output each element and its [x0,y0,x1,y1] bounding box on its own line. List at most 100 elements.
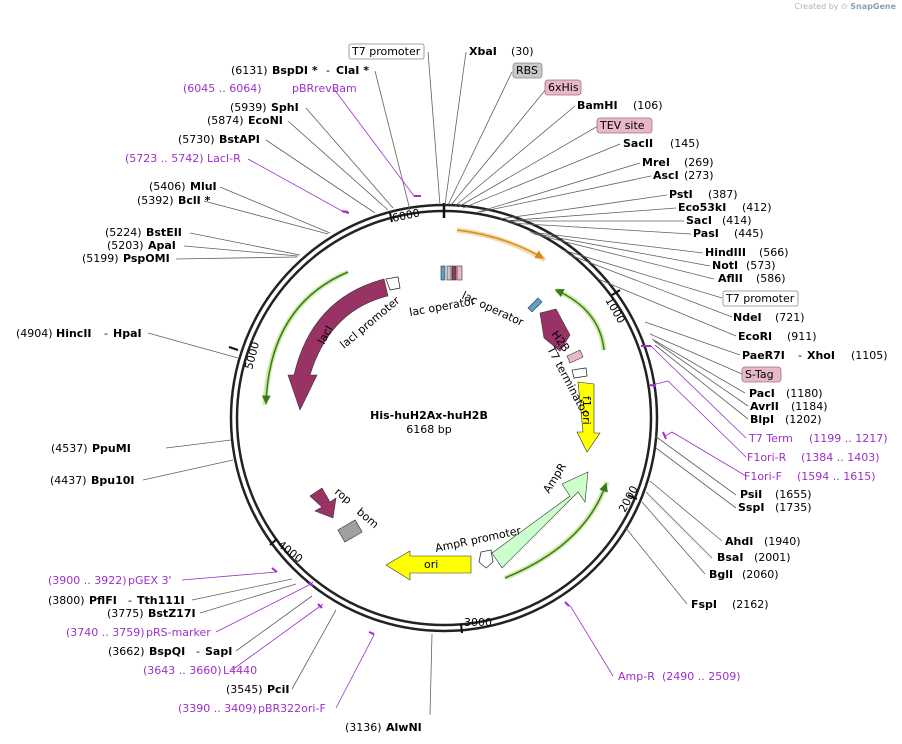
tick-label-5000: 5000 [242,340,262,370]
enzyme-pos-noti: (573) [746,259,776,272]
feature-stag-mark [566,349,584,364]
enzyme-pos-aflii: (586) [756,272,786,285]
primer-range-l4440: (3643 .. 3660) [143,664,222,677]
boxed-label-t7-promoter-right: T7 promoter [722,290,799,307]
enzyme-pos-bsai: (2001) [754,551,791,564]
primer-range-f1ori-f: (1594 .. 1615) [797,470,876,483]
plasmid-name: His-huH2Ax-huH2B [370,409,488,422]
enzyme-pos-avrii: (1184) [791,400,828,413]
enzyme-name-blpi: BlpI [750,413,774,426]
primer-range-amp-r: (2490 .. 2509) [662,670,741,683]
enzyme-pos-bstz17i: (3775) [107,607,144,620]
svg-text:T7 promoter: T7 promoter [725,292,795,305]
enzyme-name-xhoi: XhoI [807,349,835,362]
tick-label-3000: 3000 [464,616,492,629]
enzyme-name-hindiii: HindIII [705,246,746,259]
feature-6xhis-mark [451,265,457,281]
watermark-brand: SnapGene [850,2,896,11]
feature-ampr-label: AmpR [541,461,570,496]
feature-ori-label: ori [424,558,438,571]
enzyme-name-sacii: SacII [623,137,653,150]
enzyme-pos-asci: (273) [684,169,714,182]
enzyme-pos-fspi: (2162) [732,598,769,611]
enzyme-name-mrei: MreI [642,156,670,169]
enzyme-pos-pcii: (3545) [226,683,263,696]
feature-laci [287,278,389,411]
svg-text:-: - [104,327,108,340]
boxed-label-6xhis: 6xHis [544,79,582,96]
enzyme-name-pcii: PciI [267,683,289,696]
enzyme-pos-bspdi: (6131) [231,64,268,77]
boxed-label-rbs: RBS [512,62,543,79]
enzyme-pos-mrei: (269) [684,156,714,169]
enzyme-name-econi: EcoNI [248,114,283,127]
enzyme-name-ndei: NdeI [733,311,762,324]
feature-t7-promoter-mark [527,297,543,313]
enzyme-name-sspi: SspI [738,501,764,514]
enzyme-name-psti: PstI [669,188,693,201]
enzyme-pos-bamhi: (106) [633,99,663,112]
enzyme-name-ecori: EcoRI [738,330,772,343]
enzyme-leader-lines [142,51,749,716]
enzyme-pos-saci: (414) [722,214,752,227]
svg-text:RBS: RBS [516,64,538,77]
enzyme-pos-sspi: (1735) [775,501,812,514]
plasmid-size: 6168 bp [406,423,451,436]
enzyme-pos-bstapi: (5730) [178,133,215,146]
orf-arc-top [456,227,547,263]
feature-ori [385,550,472,581]
enzyme-name-bsai: BsaI [717,551,743,564]
enzyme-name-hpai: HpaI [113,327,142,340]
feature-ampr-promoter [478,549,494,569]
enzyme-name-alwni: AlwNI [386,721,422,734]
enzyme-name-bpu10i: Bpu10I [91,474,135,487]
primer-range-t7-term: (1199 .. 1217) [809,432,888,445]
enzyme-pos-bsteii: (5224) [105,226,142,239]
enzyme-pos-xbai: (30) [511,45,534,58]
svg-text:S-Tag: S-Tag [745,368,774,381]
primer-markers [271,195,667,635]
svg-text:-: - [128,594,132,607]
feature-tev-mark [456,265,463,281]
enzyme-name-noti: NotI [712,259,738,272]
primer-name-t7-term: T7 Term [748,432,793,445]
enzyme-pos-psii: (1655) [775,488,812,501]
enzyme-pos-paer7i: (1105) [851,349,888,362]
scale-ticks [228,212,638,634]
enzyme-pos-pasi: (445) [734,227,764,240]
svg-text:T7 promoter: T7 promoter [351,45,421,58]
enzyme-pos-ahdi: (1940) [764,535,801,548]
enzyme-name-pspomi: PspOMI [123,252,170,265]
orf-arc-laci-line [261,271,349,405]
enzyme-name-sphi: SphI [271,101,299,114]
enzyme-pos-pspomi: (5199) [82,252,119,265]
enzyme-pos-mlui: (5406) [149,180,186,193]
enzyme-pos-ecori: (911) [787,330,817,343]
snapgene-watermark: Created by ✩ SnapGene [794,2,896,11]
primer-name-pbrrevbam: pBRrevBam [292,82,357,95]
feature-t7-terminator-label: T7 terminator [544,343,592,417]
watermark-prefix: Created by [794,2,839,11]
enzyme-name-paer7i: PaeR7I [742,349,785,362]
enzyme-pos-bpu10i: (4437) [50,474,87,487]
orf-arc-right-line [554,289,605,351]
enzyme-name-ahdi: AhdI [725,535,753,548]
primer-labels: (6045 .. 6064) pBRrevBam (5723 .. 5742) … [48,82,888,715]
enzyme-name-aflii: AflII [718,272,743,285]
enzyme-pos-hincii: (4904) [16,327,53,340]
primer-name-f1ori-r: F1ori-R [747,451,787,464]
orf-arc-ampr-line [504,482,608,579]
enzyme-name-pflfi: PflFI [89,594,117,607]
enzyme-name-bspdi: BspDI * [272,64,318,77]
feature-ampr [491,471,589,569]
feature-h2b [539,308,571,352]
svg-text:-: - [798,349,802,362]
primer-name-amp-r: Amp-R [618,670,655,683]
enzyme-labels: (6131) BspDI * - ClaI * XbaI (30) (5939)… [16,45,888,734]
enzyme-name-mlui: MluI [190,180,217,193]
enzyme-pos-sphi: (5939) [230,101,267,114]
feature-laci-promoter [385,276,401,291]
feature-t7-term-mark [571,367,588,379]
enzyme-name-eco53ki: Eco53kI [678,201,726,214]
enzyme-pos-bgli: (2060) [742,568,779,581]
